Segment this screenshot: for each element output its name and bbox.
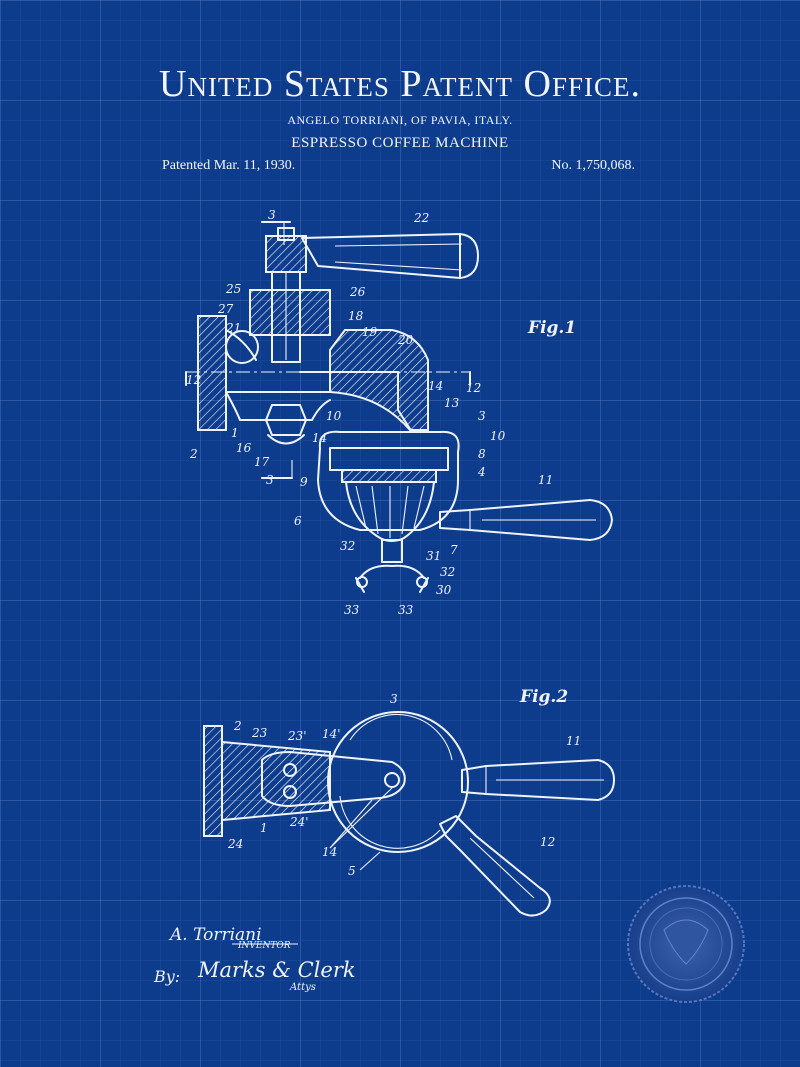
figure-2-references: Fig.2 3 2 23 23' 14' 11 24' 1 24 14 12 5 xyxy=(227,687,581,878)
fig2-ref: 24' xyxy=(289,815,309,829)
fig1-ref: 33 xyxy=(398,603,414,617)
fig1-ref: 1 xyxy=(231,426,239,440)
fig1-ref: 2 xyxy=(189,447,198,461)
figure-1-drawing xyxy=(185,221,613,593)
fig1-ref: 16 xyxy=(236,441,252,455)
fig1-ref: 27 xyxy=(217,302,234,316)
fig2-ref: 14 xyxy=(322,845,337,859)
fig1-ref: 3 xyxy=(266,473,274,487)
fig1-ref: 13 xyxy=(444,396,460,410)
patent-date: Patented Mar. 11, 1930. xyxy=(162,158,296,173)
fig1-ref: 9 xyxy=(300,475,308,489)
fig1-ref: 11 xyxy=(538,473,553,487)
fig2-label: Fig.2 xyxy=(519,687,568,707)
fig1-ref: 12 xyxy=(466,381,481,395)
fig1-ref: 18 xyxy=(348,309,364,323)
fig2-ref: 23 xyxy=(251,726,268,740)
inventor-line: ANGELO TORRIANI, OF PAVIA, ITALY. xyxy=(287,113,513,127)
fig1-ref: 20 xyxy=(397,333,414,347)
fig1-ref: 22 xyxy=(413,211,429,225)
fig1-ref: 32 xyxy=(340,539,355,553)
fig2-ref: 24 xyxy=(227,837,243,851)
fig1-ref: 4 xyxy=(477,465,486,479)
figure-1-references: Fig.1 3 22 25 26 27 21 18 19 20 12 12 14… xyxy=(186,208,576,617)
fig1-ref: 3 xyxy=(268,208,276,222)
fig2-ref: 2 xyxy=(233,719,242,733)
fig1-ref: 6 xyxy=(294,514,302,528)
fig1-ref: 33 xyxy=(344,603,360,617)
by-label: By: xyxy=(153,967,180,986)
fig1-ref: 17 xyxy=(254,455,270,469)
attorney-signature: Marks & Clerk xyxy=(197,958,356,982)
fig1-ref: 10 xyxy=(326,409,342,423)
fig2-ref: 5 xyxy=(348,864,356,878)
patent-number: No. 1,750,068. xyxy=(551,158,635,173)
fig1-ref: 3 xyxy=(478,409,486,423)
fig1-ref: 8 xyxy=(478,447,486,461)
fig2-ref: 3 xyxy=(390,692,398,706)
fig2-ref: 14' xyxy=(322,727,341,741)
inventor-signature: A. Torriani xyxy=(168,925,262,945)
fig1-ref: 14 xyxy=(428,379,443,393)
fig1-ref: 7 xyxy=(450,543,458,557)
fig2-ref: 1 xyxy=(260,821,268,835)
fig1-ref: 26 xyxy=(349,285,366,299)
fig1-label: Fig.1 xyxy=(527,318,576,338)
fig1-ref: 14 xyxy=(312,431,327,445)
fig1-ref: 31 xyxy=(426,549,441,563)
fig2-ref: 11 xyxy=(566,734,581,748)
fig1-ref: 10 xyxy=(490,429,506,443)
fig1-ref: 32 xyxy=(440,565,455,579)
inventor-caption: INVENTOR xyxy=(237,941,291,951)
fig2-ref: 12 xyxy=(540,835,555,849)
office-title: United States Patent Office. xyxy=(159,63,641,105)
fig1-ref: 12 xyxy=(186,373,201,387)
attorney-caption: Attys xyxy=(289,982,316,993)
invention-title: ESPRESSO COFFEE MACHINE xyxy=(291,135,509,151)
fig2-ref: 23' xyxy=(287,729,307,743)
fig1-ref: 30 xyxy=(436,583,452,597)
fig1-ref: 25 xyxy=(225,282,241,296)
fig1-ref: 19 xyxy=(362,325,378,339)
signature-block: A. Torriani INVENTOR By: Marks & Clerk A… xyxy=(153,925,356,993)
figure-2-drawing xyxy=(203,711,615,917)
fig1-ref: 21 xyxy=(225,321,241,335)
embossed-seal xyxy=(627,885,745,1003)
